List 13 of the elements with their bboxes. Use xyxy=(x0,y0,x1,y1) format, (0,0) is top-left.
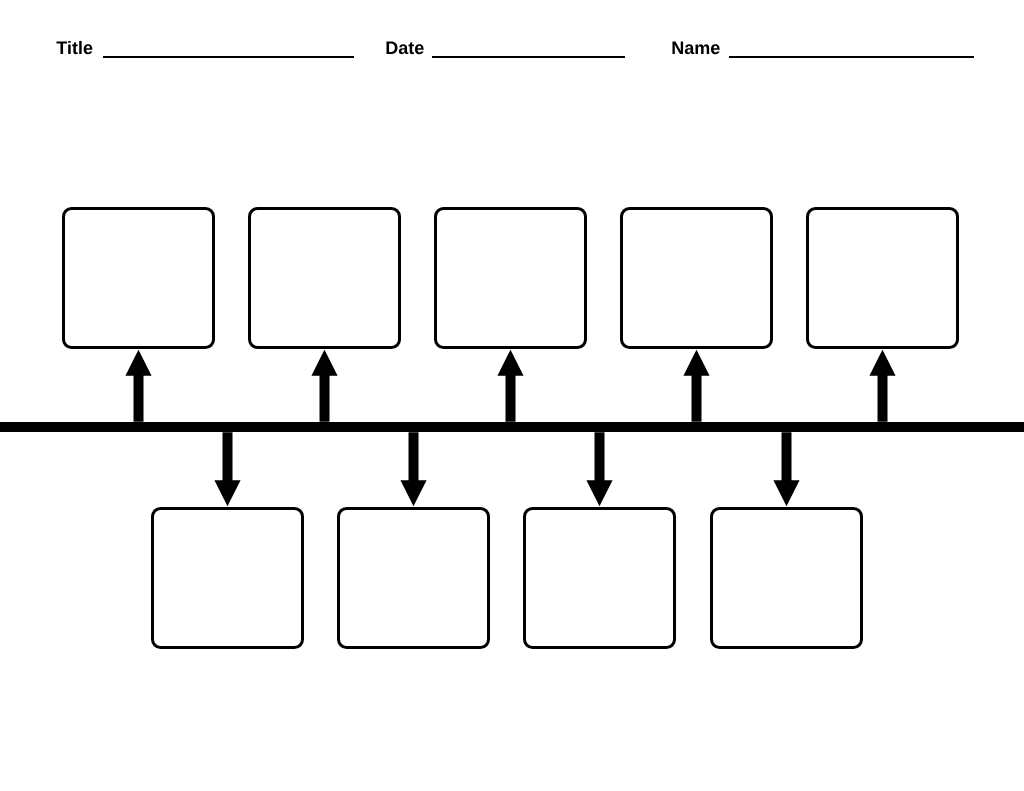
field-label: Title xyxy=(56,40,93,55)
event-box xyxy=(248,207,401,349)
event-box xyxy=(523,507,676,649)
event-box xyxy=(62,207,215,349)
event-box xyxy=(620,207,773,349)
field-label: Name xyxy=(672,41,720,55)
event-box xyxy=(151,507,304,649)
event-box xyxy=(806,207,959,349)
timeline-bar xyxy=(0,422,1024,432)
event-box xyxy=(337,507,490,649)
field-label: Date xyxy=(386,41,424,55)
event-box xyxy=(710,507,863,649)
event-box xyxy=(434,207,587,349)
